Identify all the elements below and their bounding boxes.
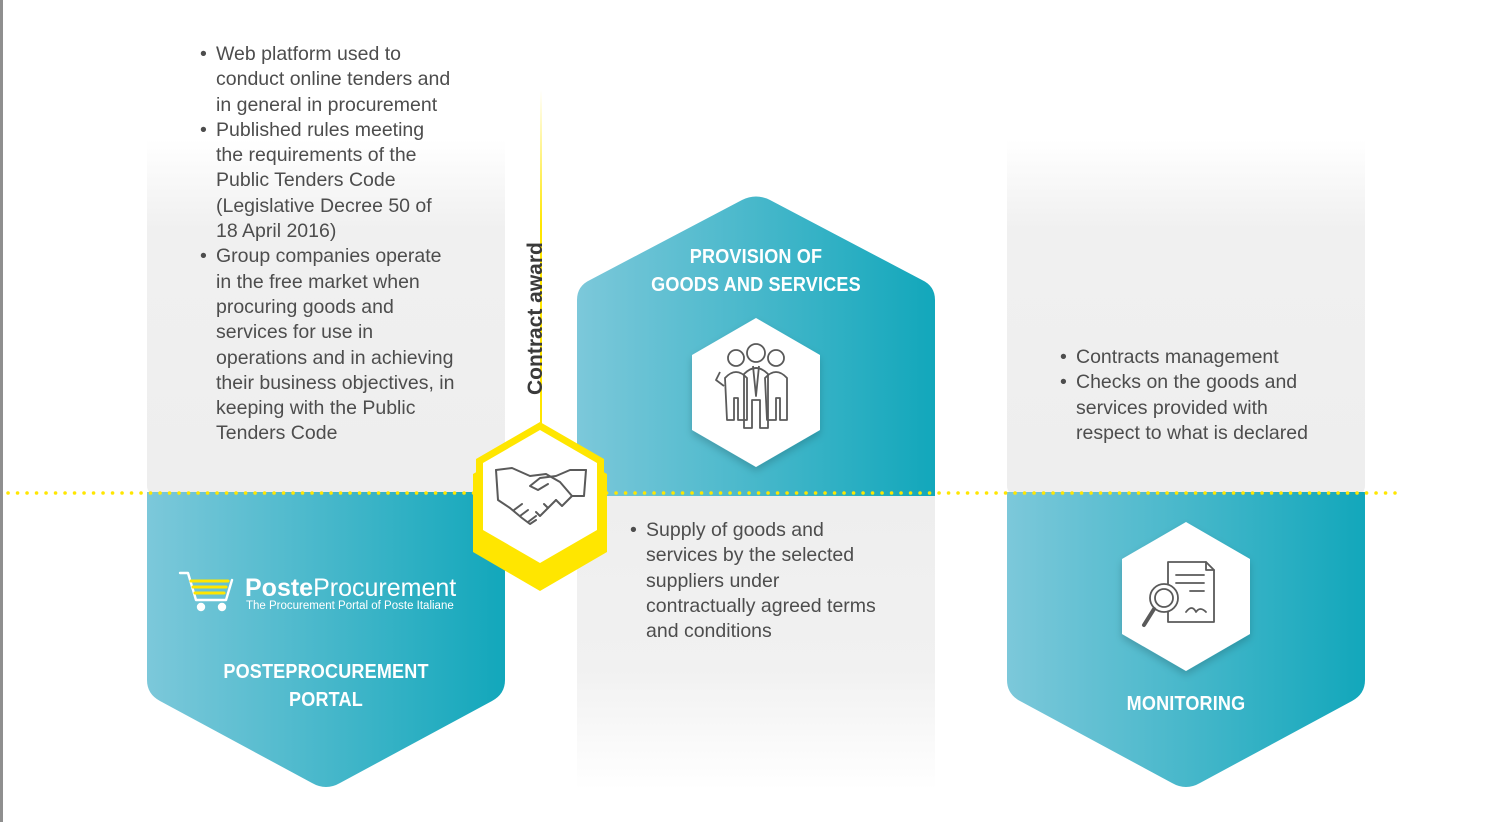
list-item: Group companies operate in the free mark… xyxy=(200,244,455,446)
monitoring-stage-title: MONITORING xyxy=(1126,692,1246,715)
list-item: Contracts management xyxy=(1060,345,1310,371)
logo-tagline: The Procurement Portal of Poste Italiane xyxy=(246,600,454,612)
list-item: Web platform used to conduct online tend… xyxy=(200,42,455,118)
handshake-icon xyxy=(495,467,587,525)
page-edge-rule xyxy=(0,0,3,822)
provision-stage-title: PROVISION OF GOODS AND SERVICES xyxy=(624,243,888,299)
portal-bullet-list: Web platform used to conduct online tend… xyxy=(200,42,455,447)
monitoring-hex-badge xyxy=(1122,522,1250,671)
portal-title-line1: POSTEPROCUREMENT xyxy=(223,660,429,683)
award-connector-line xyxy=(540,90,542,430)
provision-title-line1: PROVISION OF xyxy=(689,245,823,268)
logo-brand-light: Procurement xyxy=(313,574,457,602)
provision-bullet-list: Supply of goods and services by the sele… xyxy=(630,518,880,644)
provision-title-line2: GOODS AND SERVICES xyxy=(651,273,861,296)
posteprocurement-logo: PosteProcurement xyxy=(245,574,456,602)
document-magnifier-icon xyxy=(1142,561,1215,627)
logo-brand-bold: Poste xyxy=(245,574,314,602)
portal-stage-shape xyxy=(147,492,505,787)
contract-award-label: Contract award xyxy=(524,242,547,395)
handshake-hex-badge xyxy=(473,422,607,591)
team-people-icon xyxy=(715,343,788,429)
list-item: Supply of goods and services by the sele… xyxy=(630,518,880,644)
list-item: Published rules meeting the requirements… xyxy=(200,118,455,244)
portal-stage-title: POSTEPROCUREMENT PORTAL xyxy=(194,658,458,714)
portal-title-line2: PORTAL xyxy=(289,688,363,711)
list-item: Checks on the goods and services provide… xyxy=(1060,370,1310,446)
shopping-cart-icon xyxy=(178,571,234,612)
monitoring-bullet-list: Contracts management Checks on the goods… xyxy=(1060,345,1310,446)
